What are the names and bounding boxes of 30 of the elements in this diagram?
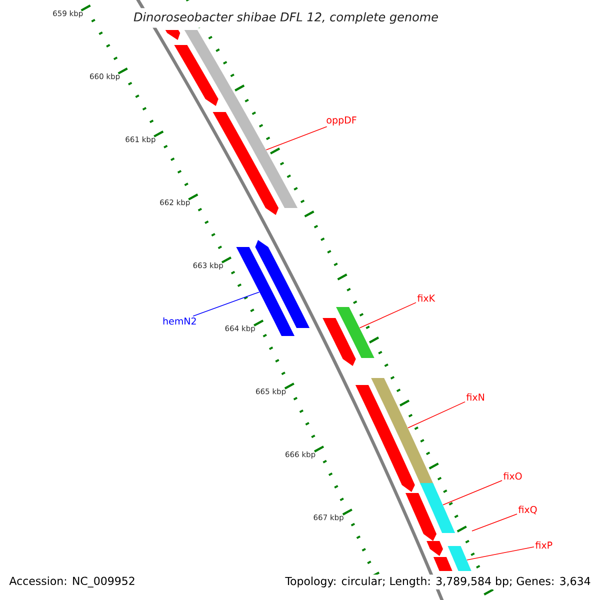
gene-feature [355, 385, 415, 492]
gene-feature [420, 483, 456, 533]
gene-feature [212, 112, 279, 215]
gene-feature [448, 546, 472, 571]
gene-feature [165, 30, 180, 40]
leader-line [472, 514, 518, 532]
gene-feature [336, 307, 374, 358]
gene-label: fixO [503, 472, 522, 480]
gene-label: fixK [417, 294, 436, 302]
gene-feature [405, 493, 437, 541]
gene-label: fixN [466, 393, 484, 401]
gene-feature [174, 45, 218, 106]
gene-label: oppDF [326, 116, 356, 126]
leader-line [466, 546, 534, 560]
gene-label: fixP [535, 541, 552, 549]
gene-feature [426, 541, 443, 556]
gene-label: fixQ [518, 506, 537, 514]
leader-line [266, 126, 328, 150]
leader-line [408, 401, 466, 428]
leader-line [192, 292, 260, 317]
leader-line [359, 302, 416, 328]
gene-feature [255, 240, 310, 328]
gene-feature [371, 378, 434, 485]
genome-summary: Topology: circular; Length: 3,789,584 bp; Genes: 3,634 [283, 574, 593, 590]
gene-feature [322, 318, 356, 366]
gene-label: hemN2 [163, 317, 196, 325]
accession-text: Accession: NC_009952 [7, 574, 138, 590]
title: Dinoroseobacter shibae DFL 12, complete genome [128, 8, 444, 28]
gene-feature [433, 557, 452, 571]
leader-line [442, 480, 502, 506]
